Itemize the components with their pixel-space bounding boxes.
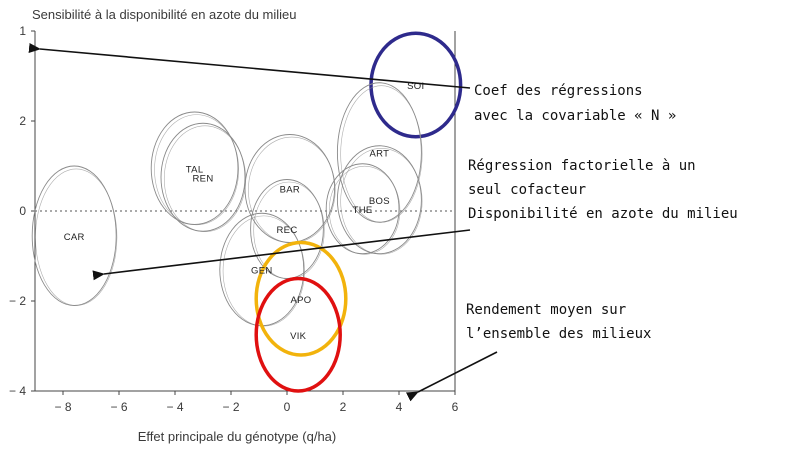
annotation-line: Disponibilité en azote du milieu [468,206,738,222]
ellipse-the-outline [328,165,401,255]
ellipse-art-outline [340,85,423,223]
arrow-to-x-axis [405,351,498,402]
ellipse-rec [250,179,324,279]
genotype-ellipses [31,31,463,393]
x-tick-label: − 8 [54,400,71,414]
y-tick-label: 2 [19,114,26,128]
ellipse-tal-outline [154,114,239,226]
genotype-label-soi: SOI [407,81,424,92]
y-tick-label: − 2 [9,294,26,308]
genotype-label-vik: VIK [290,331,307,342]
genotype-label-bar: BAR [280,185,300,196]
ellipse-tal [150,111,239,225]
x-tick-label: 0 [284,400,291,414]
genotype-label-ren: REN [193,173,214,184]
chart-title: Sensibilité à la disponibilité en azote … [32,7,297,22]
annotation-line: Régression factorielle à un [468,158,696,174]
x-tick-label: 6 [452,400,459,414]
annotation-line: l’ensemble des milieux [466,326,651,342]
annotation-line: seul cofacteur [468,182,586,198]
ellipse-car-outline [35,168,118,306]
y-tick-label: 0 [19,204,26,218]
genotype-label-gen: GEN [251,266,273,277]
ellipse-apo [254,240,348,357]
x-tick-label: − 4 [166,400,183,414]
ellipse-gen-outline [222,215,305,327]
arrow-to-zero-line [92,229,471,281]
x-tick-label: − 6 [110,400,127,414]
genotype-label-apo: APO [291,295,312,306]
x-tick-label: 2 [340,400,347,414]
ellipse-bos-outline [340,148,423,255]
annotation-arrows [28,43,498,402]
annotation-line: avec la covariable « N » [474,108,676,124]
genotype-label-art: ART [370,149,390,160]
genotype-label-the: THE [353,205,373,216]
y-tick-label: 1 [19,24,26,38]
genotype-label-bos: BOS [369,196,390,207]
arrow-to-y-axis [28,43,471,89]
x-tick-label: − 2 [222,400,239,414]
annotations: Coef des régressions avec la covariable … [466,83,738,342]
ellipse-bos [336,145,422,255]
ellipse-vik [254,276,342,393]
annotation-mean-yield: Rendement moyen sur l’ensemble des milie… [466,302,651,342]
y-tick-label: − 4 [9,384,26,398]
genotype-label-tal: TAL [186,164,204,175]
annotation-line: Rendement moyen sur [466,302,626,318]
ellipse-ren [160,122,246,232]
genotype-label-car: CAR [64,232,85,243]
ellipse-soi [369,31,463,139]
genotype-label-rec: REC [277,225,298,236]
annotation-line: Coef des régressions [474,83,643,99]
ellipse-the [325,163,400,255]
x-tick-label: 4 [396,400,403,414]
x-axis-label: Effet principale du génotype (q/ha) [138,429,337,444]
axis-ticks: − 8 − 6 − 4 − 2 0 2 4 6 1 2 0 − 2 − 4 [9,24,459,414]
annotation-factorial-regression: Régression factorielle à un seul cofacte… [468,158,738,222]
annotation-regression-coef: Coef des régressions avec la covariable … [474,83,676,124]
